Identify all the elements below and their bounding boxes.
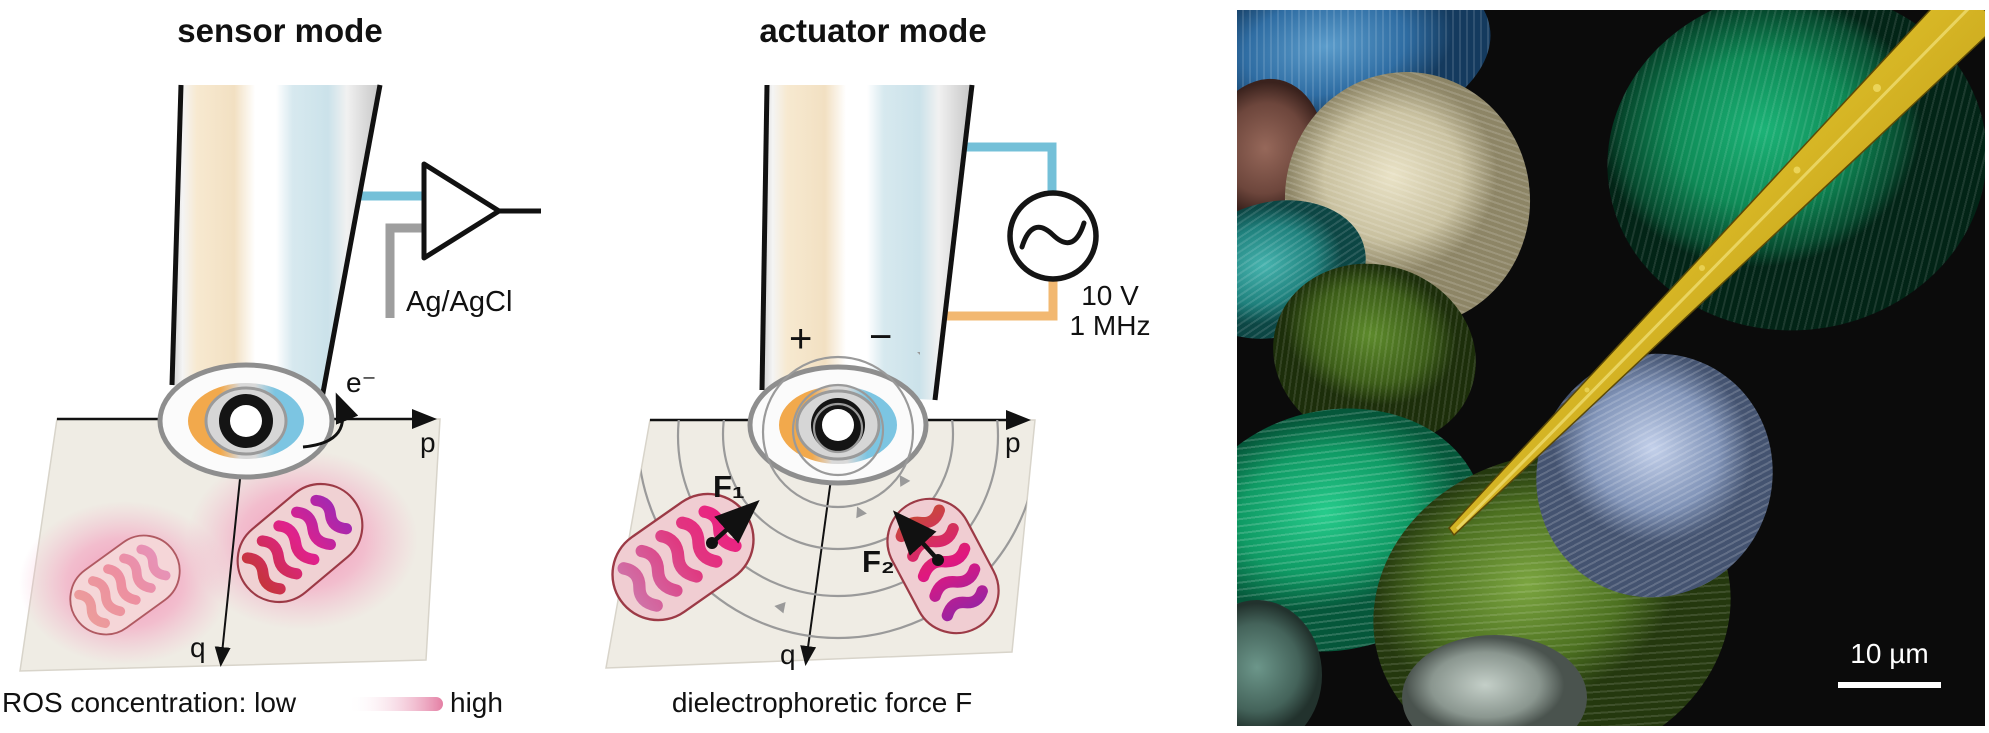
- actuator-panel: actuator mode p q 10 V 1 MHz + −: [593, 12, 1151, 718]
- ac-wire-blue: [964, 142, 1057, 195]
- ac-wire-orange: [935, 278, 1058, 321]
- scale-bar: [1838, 682, 1941, 688]
- gold-nanopipette: [1448, 10, 1985, 537]
- electron-label: e⁻: [346, 367, 376, 398]
- q-axis-label: q: [190, 632, 206, 663]
- actuator-title: actuator mode: [759, 12, 986, 49]
- sensor-title: sensor mode: [177, 12, 382, 49]
- sensor-panel: sensor mode p q Ag/AgCl: [2, 12, 541, 718]
- sem-micrograph: 10 µm: [1237, 10, 1985, 726]
- schematic-diagrams: sensor mode p q Ag/AgCl: [2, 12, 1151, 718]
- p-axis-label: p: [420, 427, 436, 458]
- force1-label: F₁: [713, 469, 745, 504]
- electrode-label: Ag/AgCl: [406, 286, 512, 318]
- nanopipette-actuator: [747, 84, 975, 486]
- force1-arrow: [706, 499, 760, 549]
- electrode-wire: [385, 223, 424, 318]
- voltage-label: 10 V: [1081, 280, 1139, 311]
- force2-label: F₂: [862, 544, 895, 579]
- ac-source-icon: [1007, 190, 1099, 282]
- pollen-grain-gray: [1402, 635, 1587, 726]
- plus-electrode-label: +: [789, 317, 812, 361]
- scale-bar-label: 10 µm: [1850, 638, 1929, 669]
- ros-legend-high: high: [450, 687, 503, 718]
- q-axis-label: q: [780, 639, 796, 670]
- amplifier-icon: [421, 161, 541, 261]
- ros-legend-label: ROS concentration: low: [2, 687, 297, 718]
- electron-arrow: [302, 392, 359, 449]
- p-axis-label: p: [1005, 427, 1021, 458]
- actuator-caption: dielectrophoretic force F: [672, 687, 972, 718]
- minus-electrode-label: −: [869, 315, 892, 359]
- force2-arrow: [892, 510, 944, 566]
- ros-gradient-bar: [347, 697, 443, 711]
- frequency-label: 1 MHz: [1070, 310, 1151, 341]
- field-lines: [636, 352, 1035, 640]
- nanopipette-sensor: [157, 84, 383, 480]
